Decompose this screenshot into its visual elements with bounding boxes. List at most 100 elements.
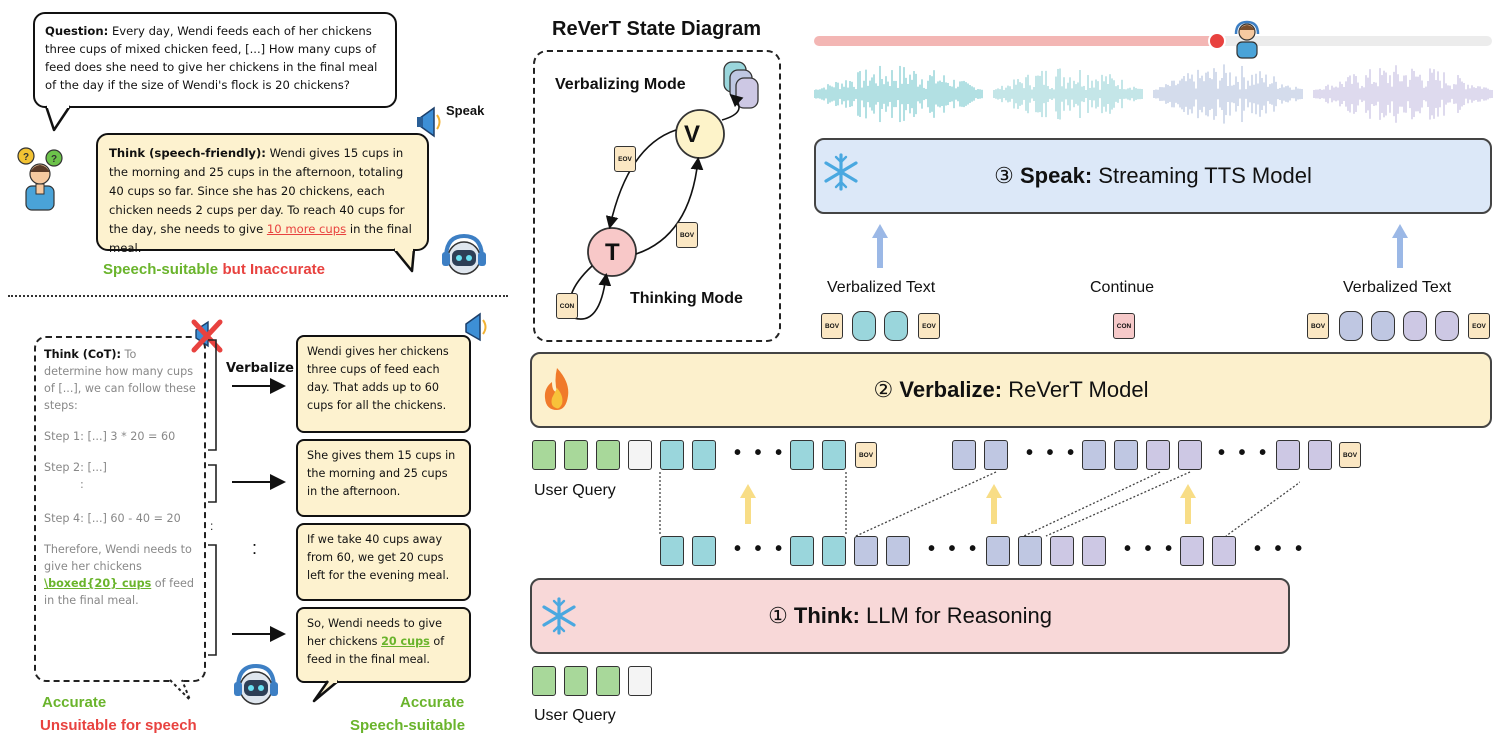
token [1212, 536, 1236, 566]
query-token [628, 666, 652, 696]
think-bar: ① Think: LLM for Reasoning [530, 578, 1290, 654]
thinking-mode-label: Thinking Mode [630, 290, 743, 307]
token [692, 536, 716, 566]
verbalize-bar-bold: Verbalize: [899, 377, 1003, 402]
token [1018, 536, 1042, 566]
token [886, 536, 910, 566]
playback-progress-track[interactable] [1214, 36, 1492, 46]
cot-step4: Step 4: [...] 60 - 40 = 20 [44, 512, 181, 525]
unsuitable-label: Unsuitable for speech [40, 717, 197, 734]
token [790, 536, 814, 566]
token [984, 440, 1008, 470]
ellipsis: • • • [734, 538, 787, 560]
token [1308, 440, 1332, 470]
verbalized-box-1: Wendi gives her chickens three cups of f… [296, 335, 471, 433]
verbalized-4-text-a: So, Wendi needs to give her chickens [307, 617, 443, 648]
verbalize-bar: ② Verbalize: ReVerT Model [530, 352, 1492, 428]
playback-progress-filled [814, 36, 1214, 46]
token [986, 536, 1010, 566]
query-token [596, 440, 620, 470]
robot-headphones-icon-bottom [234, 663, 278, 705]
stream-token [1339, 311, 1363, 341]
stream-bov-1: BOV [821, 313, 843, 339]
svg-text:?: ? [23, 152, 29, 163]
playback-handle[interactable] [1208, 32, 1226, 50]
speak-label: Speak [446, 103, 485, 118]
stream-token [884, 311, 908, 341]
question-text: Every day, Wendi feeds each of her chick… [45, 24, 378, 92]
token [1082, 536, 1106, 566]
verbalized-box-3: If we take 40 cups away from 60, we get … [296, 523, 471, 601]
query-token [532, 440, 556, 470]
middle-vdots: : [252, 538, 258, 558]
query-token [564, 666, 588, 696]
continue-label: Continue [1090, 279, 1155, 296]
state-bov-tag: BOV [676, 222, 698, 248]
think-speech-label: Think (speech-friendly): [109, 146, 266, 160]
token [822, 536, 846, 566]
query-token [596, 666, 620, 696]
cot-conclusion: Therefore, Wendi needs to give her chick… [44, 541, 196, 609]
question-label: Question: [45, 24, 109, 38]
token [854, 536, 878, 566]
confused-person-icon: ? ? [17, 147, 63, 211]
up-arrow-think-1 [740, 484, 756, 524]
stream-token [1435, 311, 1459, 341]
token [952, 440, 976, 470]
speak-bar-rest: Streaming TTS Model [1098, 163, 1312, 188]
speak-bar-bold: Speak: [1020, 163, 1093, 188]
megaphone-icon [417, 106, 441, 138]
think-bar-num: ① [768, 603, 788, 628]
verbalized-text-label-2: Verbalized Text [1343, 279, 1452, 296]
think-bar-bold: Think: [793, 603, 860, 628]
cot-segment-brackets: : [208, 339, 217, 656]
svg-text:?: ? [51, 154, 57, 165]
cot-label: Think (CoT): [44, 348, 121, 361]
boxed-answer-highlight: \boxed{20} cups [44, 577, 152, 590]
verbalize-bov-1: BOV [855, 442, 877, 468]
query-token [628, 440, 652, 470]
stream-eov-2: EOV [1468, 313, 1490, 339]
question-bubble: Question: Every day, Wendi feeds each of… [33, 12, 397, 108]
megaphone-icon-right [465, 312, 487, 342]
cot-bubble-tail [169, 679, 191, 701]
token [1082, 440, 1106, 470]
stream-token [852, 311, 876, 341]
ellipsis: • • • [1124, 538, 1177, 560]
think-speech-text-a: Wendi gives 15 cups in the morning and 2… [109, 146, 405, 236]
token [822, 440, 846, 470]
snowflake-icon-think [542, 597, 576, 635]
token [1276, 440, 1300, 470]
verbalized-box-4: So, Wendi needs to give her chickens 20 … [296, 607, 471, 683]
left-accurate-label: Accurate [42, 694, 107, 711]
cot-conclusion-b: of feed in the final meal. [44, 577, 194, 607]
query-token [532, 666, 556, 696]
verbalize-arrow-label: Verbalize [226, 361, 294, 376]
listener-icon [1234, 20, 1260, 59]
verbalize-bar-num: ② [873, 377, 894, 402]
state-diagram-box [533, 50, 781, 342]
speech-friendly-think-bubble: Think (speech-friendly): Wendi gives 15 … [96, 133, 429, 255]
verbalize-arrows [232, 378, 286, 642]
state-node-t: T [605, 239, 620, 266]
ellipsis: • • • [928, 538, 981, 560]
speech-suitable-text: Speech-suitable [103, 261, 219, 278]
user-query-label-1: User Query [534, 482, 616, 499]
but-inaccurate-text: but Inaccurate [222, 261, 326, 278]
think-bar-rest: LLM for Reasoning [866, 603, 1052, 628]
up-arrow-think-2 [986, 484, 1002, 524]
cot-step2: Step 2: [...] [44, 461, 107, 474]
verbalize-bar-rest: ReVerT Model [1008, 377, 1149, 402]
state-diagram-graph [568, 61, 759, 320]
stream-eov-1: EOV [918, 313, 940, 339]
speak-bar-num: ③ [994, 163, 1014, 188]
stream-token [1403, 311, 1427, 341]
token [660, 536, 684, 566]
inaccurate-answer-highlight: 10 more cups [266, 222, 347, 236]
verbalized-box-2: She gives them 15 cups in the morning an… [296, 439, 471, 517]
cot-vdots: : [80, 478, 84, 491]
verbalized-4-text-b: of feed in the final meal. [307, 635, 445, 666]
ellipsis: • • • [1254, 538, 1307, 560]
stream-token [1371, 311, 1395, 341]
token-connections [659, 471, 1300, 537]
